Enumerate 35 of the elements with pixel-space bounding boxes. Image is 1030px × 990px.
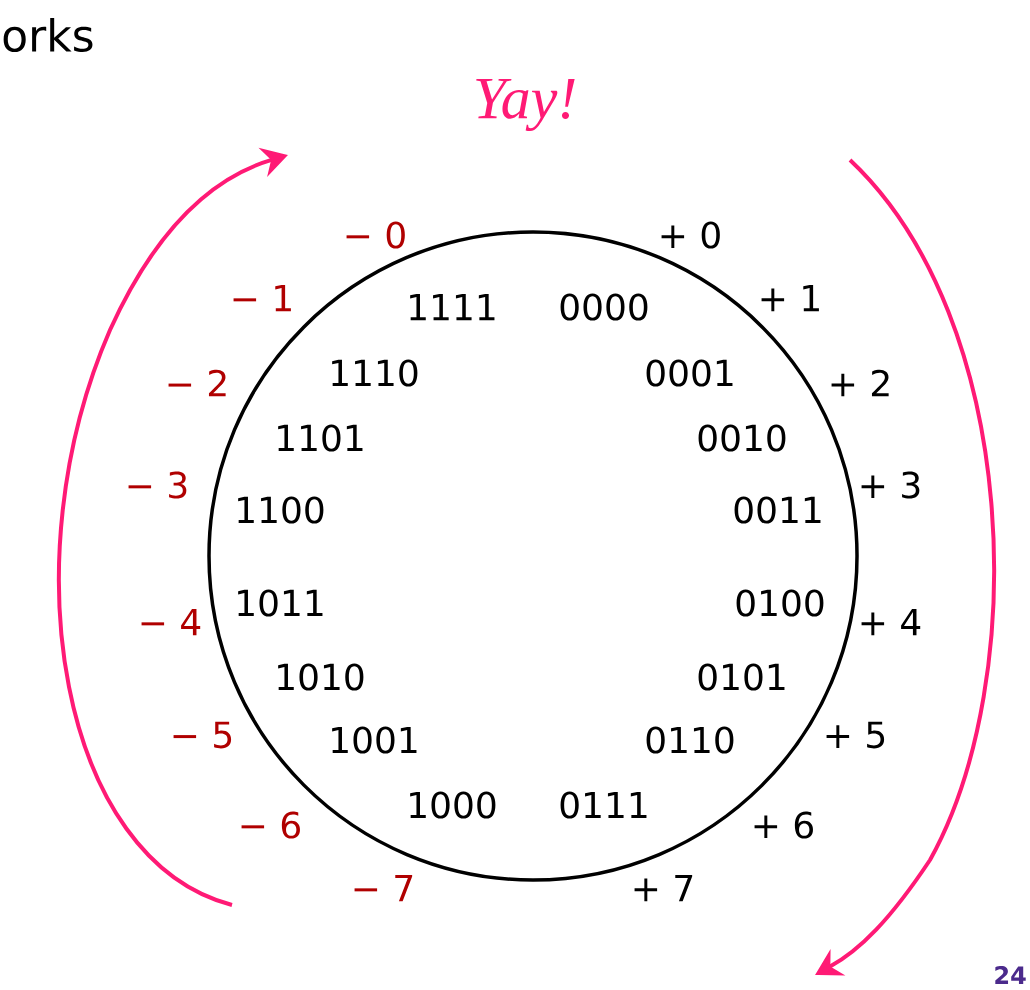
sign-label: − 4 [141,608,201,636]
binary-code: 0101 [698,663,785,691]
sign-label: − 3 [128,471,187,499]
binary-code: 1010 [278,663,364,691]
binary-code: 1000 [410,791,496,819]
binary-code: 1101 [278,424,363,452]
slide-title: orks [3,18,93,53]
page-number: 24 [995,966,1026,984]
binary-code: 1001 [332,726,417,754]
sign-label: − 0 [346,221,405,249]
binary-code: 1011 [238,589,323,617]
sign-label: − 5 [173,721,232,749]
sign-label: + 4 [861,608,921,636]
binary-code: 1111 [410,293,495,321]
sign-label: − 1 [233,284,291,312]
sign-label: + 7 [634,874,693,902]
binary-code: 0100 [736,589,824,617]
sign-label: − 6 [241,811,300,839]
binary-code: 0000 [560,293,648,321]
binary-code: 1100 [238,496,324,524]
sign-label: + 5 [826,721,885,749]
sign-label: + 0 [661,221,720,249]
sign-label: + 1 [761,284,819,312]
sign-label: + 3 [861,471,920,499]
sign-label: + 6 [754,811,813,839]
handwritten-note: Yay! [476,78,575,132]
binary-code: 0001 [646,359,733,387]
sign-label: + 2 [831,369,889,397]
sign-label: − 7 [354,874,413,902]
binary-code: 0011 [734,496,821,524]
binary-code: 0111 [560,791,647,819]
sign-label: − 2 [168,369,226,397]
binary-code: 0010 [698,424,786,452]
binary-code: 1110 [332,359,418,387]
binary-code: 0110 [646,726,734,754]
